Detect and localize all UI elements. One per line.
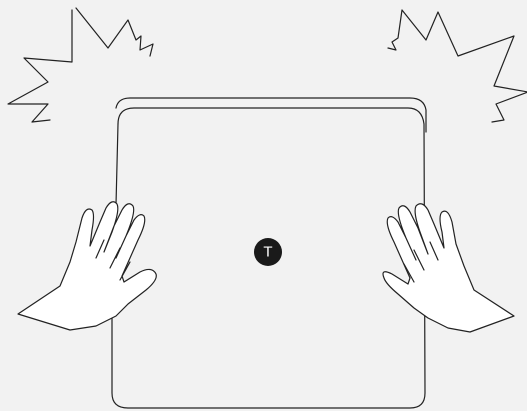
touch-point-badge: T: [254, 238, 282, 266]
right-hand-icon: [383, 204, 514, 332]
left-impact-burst-icon: [8, 8, 153, 122]
left-hand-icon: [18, 202, 156, 330]
badge-label: T: [263, 244, 272, 261]
right-impact-burst-icon: [388, 10, 527, 122]
